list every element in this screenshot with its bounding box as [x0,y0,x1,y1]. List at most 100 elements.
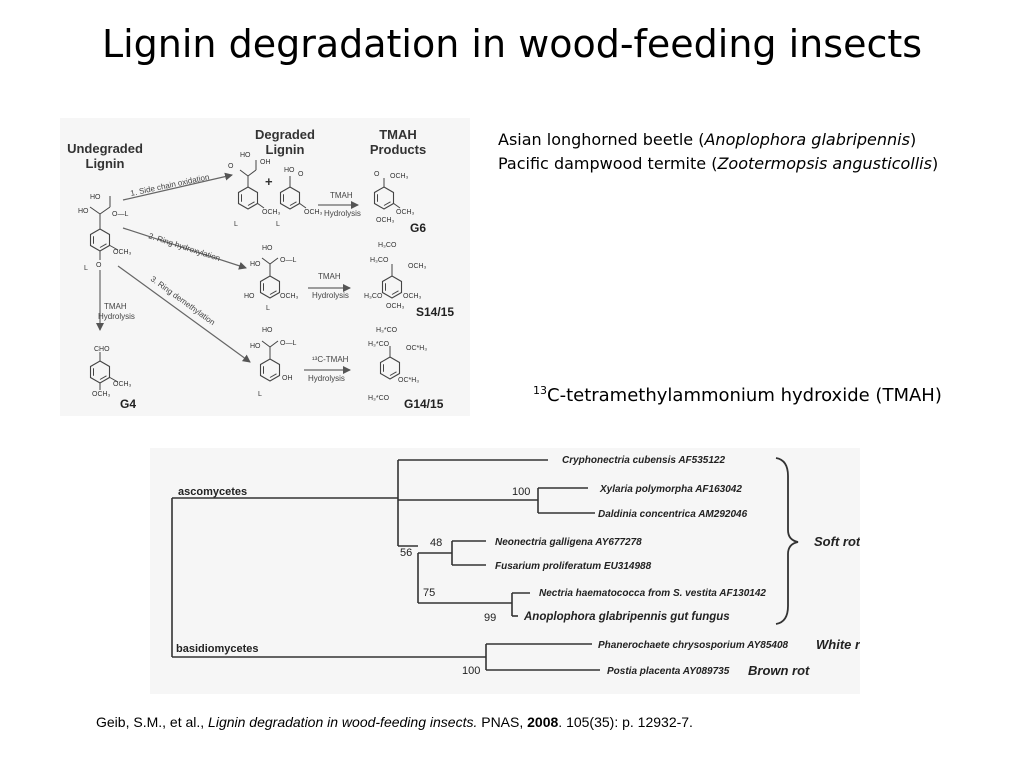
svg-text:HO: HO [250,343,261,350]
tmah-label: 13C-tetramethylammonium hydroxide (TMAH) [533,384,942,406]
svg-text:L: L [266,305,270,312]
svg-text:HO: HO [250,261,261,268]
group-basidiomycetes: basidiomycetes [176,643,259,655]
svg-text:O: O [228,163,234,170]
svg-text:HO: HO [284,167,295,174]
group-ascomycetes: ascomycetes [178,486,247,498]
svg-text:Hydrolysis: Hydrolysis [308,374,345,383]
taxon-fusarium: Fusarium proliferatum EU314988 [495,561,652,572]
header-tmah-2: Products [370,142,426,157]
bootstrap-100a: 100 [512,486,530,498]
product-g4: G4 [120,397,136,411]
svg-text:TMAH: TMAH [318,272,341,281]
bootstrap-99: 99 [484,612,496,624]
taxon-phanerochaete: Phanerochaete chrysosporium AY85408 [598,640,789,651]
svg-text:HO: HO [90,194,101,201]
svg-text:H₃CO: H₃CO [378,242,397,249]
svg-text:O: O [374,171,380,178]
taxon-postia: Postia placenta AY089735 [607,666,730,677]
taxon-daldinia: Daldinia concentrica AM292046 [598,509,748,520]
undegraded-lignin-structure: HO HO O—L OCH₃ O L [78,194,132,272]
species-beetle: Asian longhorned beetle (Anoplophora gla… [498,130,917,149]
bootstrap-75: 75 [423,587,435,599]
reaction-scheme: Undegraded Lignin Degraded Lignin TMAH P… [60,118,470,416]
g4-structure: CHO OCH₃ OCH₃ [89,346,132,398]
svg-text:OCH₃: OCH₃ [376,217,395,224]
svg-text:OCH₃: OCH₃ [280,293,299,300]
taxon-nectria: Nectria haematococca from S. vestita AF1… [539,588,766,599]
svg-text:O: O [298,171,304,178]
svg-text:HO: HO [244,293,255,300]
tree-branches [171,459,600,671]
soft-rot-bracket [775,457,799,625]
taxon-neonectria: Neonectria galligena AY677278 [495,537,642,548]
svg-text:OCH₃: OCH₃ [92,391,111,398]
svg-text:OCH₃: OCH₃ [390,173,409,180]
svg-text:OCH₃: OCH₃ [386,303,405,310]
product-g1415: G14/15 [404,397,444,411]
taxon-anoplophora-gut-fungus: Anoplophora glabripennis gut fungus [523,611,730,623]
svg-text:OCH₃: OCH₃ [408,263,427,270]
header-degraded-2: Lignin [266,142,305,157]
svg-text:OCH₃: OCH₃ [403,293,422,300]
svg-text:H₃*CO: H₃*CO [368,395,390,402]
product-s1415: S14/15 [416,305,454,319]
svg-text:L: L [84,265,88,272]
svg-text:O—L: O—L [280,257,296,264]
svg-text:TMAH: TMAH [330,191,353,200]
bootstrap-56: 56 [400,547,412,559]
svg-text:HO: HO [78,208,89,215]
svg-text:O—L: O—L [280,340,296,347]
svg-text:Hydrolysis: Hydrolysis [312,291,349,300]
product-g6: G6 [410,221,426,235]
svg-text:OCH₃: OCH₃ [113,381,132,388]
species-list: Asian longhorned beetle (Anoplophora gla… [498,128,938,176]
svg-text:OCH₃: OCH₃ [262,209,281,216]
svg-text:O: O [96,262,102,269]
svg-text:OCH₃: OCH₃ [396,209,415,216]
degraded-row2-structure: HO HO O—L HO OCH₃ L [244,245,299,312]
citation: Geib, S.M., et al., Lignin degradation i… [96,714,693,730]
svg-text:H₃*CO: H₃*CO [368,341,390,348]
slide-title: Lignin degradation in wood-feeding insec… [101,22,923,66]
svg-text:OCH₃: OCH₃ [304,209,323,216]
svg-text:CHO: CHO [94,346,110,353]
svg-text:HO: HO [262,327,273,334]
svg-text:OH: OH [260,159,271,166]
phylogenetic-tree: ascomycetes basidiomycetes Cryphonectria… [150,448,860,694]
degraded-row1-structures: HO O OH OCH₃ L + HO O OCH₃ L [228,152,323,228]
svg-text:TMAH: TMAH [104,302,127,311]
svg-text:+: + [265,174,273,189]
taxon-xylaria: Xylaria polymorpha AF163042 [599,484,742,495]
svg-text:H₃CO: H₃CO [364,293,383,300]
bootstrap-100b: 100 [462,665,480,677]
bootstrap-48: 48 [430,537,442,549]
header-degraded-1: Degraded [255,127,315,142]
g1415-structure: H₃*CO H₃*CO OC*H₃ OC*H₃ H₃*CO [368,327,427,402]
degraded-row3-structure: HO HO O—L OH L [250,327,296,398]
species-termite: Pacific dampwood termite (Zootermopsis a… [498,154,939,173]
header-undegraded-2: Lignin [86,156,125,171]
svg-text:L: L [234,221,238,228]
svg-text:HO: HO [240,152,251,159]
svg-text:L: L [276,221,280,228]
svg-text:H₃*CO: H₃*CO [376,327,398,334]
svg-text:OH: OH [282,375,293,382]
svg-text:OC*H₃: OC*H₃ [406,345,427,352]
svg-text:H₃CO: H₃CO [370,257,389,264]
label-white-rot: White rot [816,637,860,652]
svg-text:O—L: O—L [112,211,128,218]
svg-text:OC*H₃: OC*H₃ [398,377,419,384]
taxon-cryphonectria: Cryphonectria cubensis AF535122 [562,455,725,466]
svg-text:Hydrolysis: Hydrolysis [98,312,135,321]
svg-text:¹³C-TMAH: ¹³C-TMAH [312,355,349,364]
svg-text:L: L [258,391,262,398]
svg-text:Hydrolysis: Hydrolysis [324,209,361,218]
s1415-structure: H₃CO H₃CO OCH₃ H₃CO OCH₃ OCH₃ [364,242,427,310]
header-undegraded-1: Undegraded [67,141,143,156]
label-soft-rot: Soft rot [814,534,860,549]
svg-text:HO: HO [262,245,273,252]
header-tmah-1: TMAH [379,127,417,142]
g6-structure: O OCH₃ OCH₃ OCH₃ [373,171,415,224]
svg-text:OCH₃: OCH₃ [113,249,132,256]
